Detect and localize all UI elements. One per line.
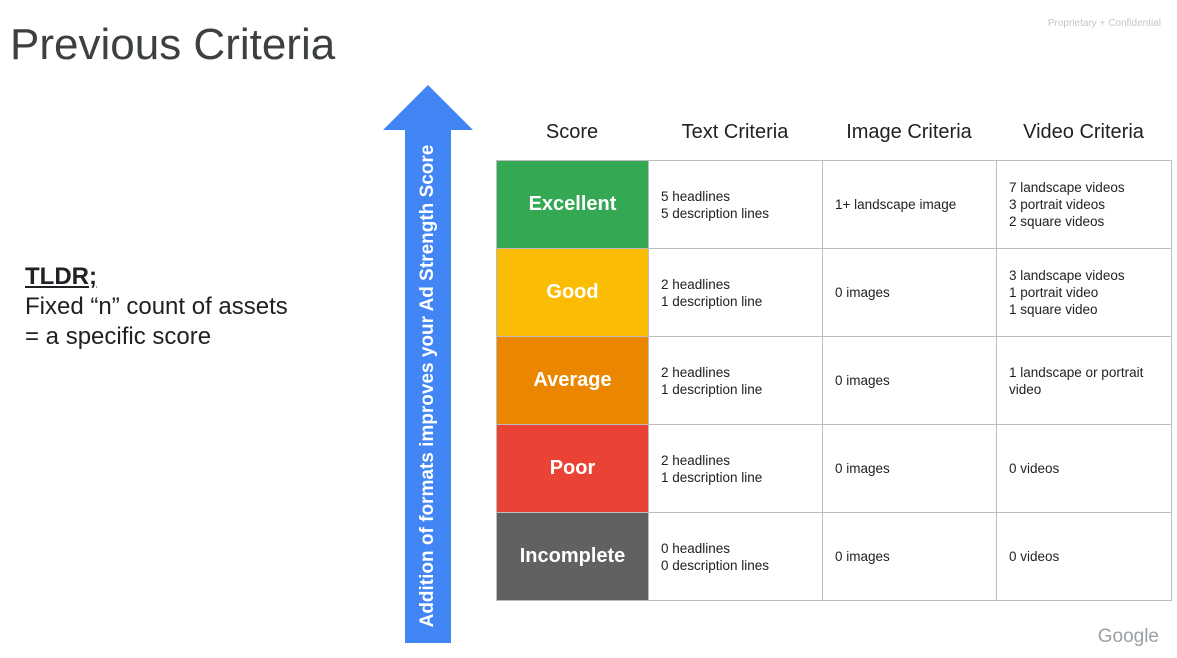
text-criteria-cell: 2 headlines 1 description line: [648, 424, 823, 513]
video-criteria-cell: 1 landscape or portrait video: [996, 336, 1172, 425]
text-criteria-cell: 2 headlines 1 description line: [648, 248, 823, 337]
up-arrow-icon: [383, 85, 473, 643]
google-logo: Google: [1097, 626, 1159, 647]
video-criteria-cell: 0 videos: [996, 512, 1172, 601]
slide-title: Previous Criteria: [10, 20, 336, 69]
image-criteria-cell: 0 images: [822, 512, 997, 601]
tldr-heading: TLDR;: [25, 263, 97, 290]
image-criteria-cell: 0 images: [822, 248, 997, 337]
confidential-label: Proprietary + Confidential: [1047, 18, 1161, 29]
tldr-line-2: = a specific score: [25, 323, 212, 350]
criteria-table: Excellent 5 headlines 5 description line…: [496, 160, 1172, 601]
table-row: Incomplete 0 headlines 0 description lin…: [496, 512, 1172, 601]
score-cell: Poor: [496, 424, 649, 513]
tldr-line-1: Fixed “n” count of assets: [25, 293, 288, 320]
column-header-image-criteria: Image Criteria: [846, 121, 972, 143]
text-criteria-cell: 0 headlines 0 description lines: [648, 512, 823, 601]
score-cell: Excellent: [496, 160, 649, 249]
table-row: Excellent 5 headlines 5 description line…: [496, 160, 1172, 249]
table-row: Average 2 headlines 1 description line 0…: [496, 336, 1172, 425]
column-header-text-criteria: Text Criteria: [681, 121, 789, 143]
video-criteria-cell: 0 videos: [996, 424, 1172, 513]
arrow-label: Addition of formats improves your Ad Str…: [417, 144, 438, 628]
text-criteria-cell: 2 headlines 1 description line: [648, 336, 823, 425]
score-cell: Good: [496, 248, 649, 337]
table-row: Poor 2 headlines 1 description line 0 im…: [496, 424, 1172, 513]
image-criteria-cell: 1+ landscape image: [822, 160, 997, 249]
table-row: Good 2 headlines 1 description line 0 im…: [496, 248, 1172, 337]
video-criteria-cell: 7 landscape videos 3 portrait videos 2 s…: [996, 160, 1172, 249]
score-cell: Incomplete: [496, 512, 649, 601]
column-header-video-criteria: Video Criteria: [1023, 121, 1144, 143]
image-criteria-cell: 0 images: [822, 336, 997, 425]
video-criteria-cell: 3 landscape videos 1 portrait video 1 sq…: [996, 248, 1172, 337]
tldr-block: TLDR; Fixed “n” count of assets = a spec…: [25, 262, 288, 352]
image-criteria-cell: 0 images: [822, 424, 997, 513]
column-header-score: Score: [545, 121, 599, 143]
text-criteria-cell: 5 headlines 5 description lines: [648, 160, 823, 249]
score-cell: Average: [496, 336, 649, 425]
